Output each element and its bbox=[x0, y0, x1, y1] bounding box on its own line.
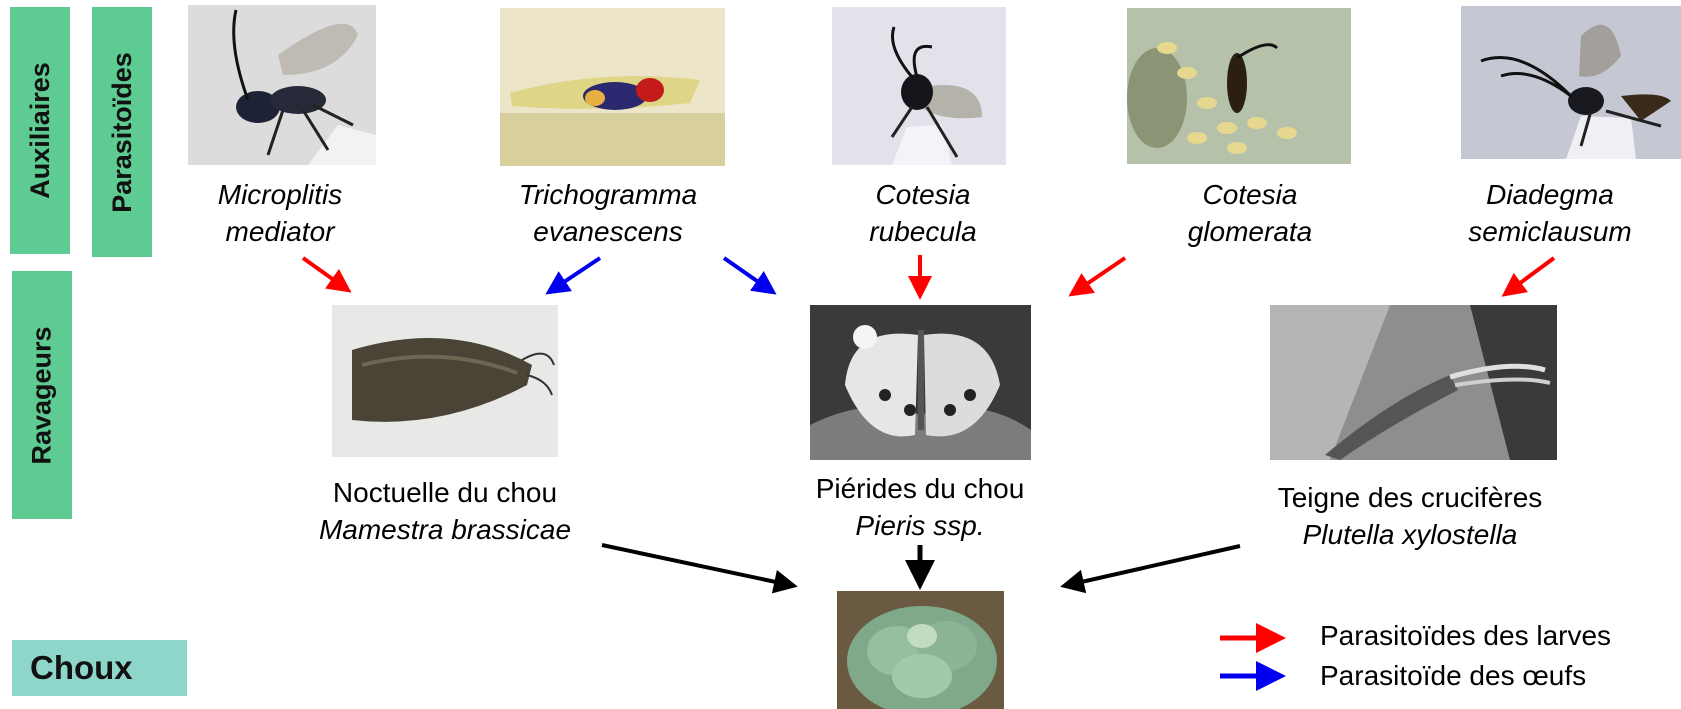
pest-latin-name: Pieris ssp. bbox=[770, 507, 1070, 544]
wasp-icon bbox=[500, 8, 725, 166]
pest-caption-noctuelle: Noctuelle du chou Mamestra brassicae bbox=[285, 474, 605, 548]
parasitoid-species: mediator bbox=[190, 213, 370, 250]
cotesia-glomerata-photo bbox=[1127, 8, 1351, 164]
pest-common-name: Noctuelle du chou bbox=[285, 474, 605, 511]
pest-caption-pieride: Piérides du chou Pieris ssp. bbox=[770, 470, 1070, 544]
pieride-photo bbox=[810, 305, 1031, 460]
parasitoid-genus: Cotesia bbox=[1150, 176, 1350, 213]
parasitoid-species: glomerata bbox=[1150, 213, 1350, 250]
auxiliaires-label: Auxiliaires bbox=[10, 7, 70, 254]
legend-larvae: Parasitoïdes des larves bbox=[1320, 616, 1611, 656]
parasitoid-genus: Microplitis bbox=[190, 176, 370, 213]
ravageurs-text: Ravageurs bbox=[27, 326, 58, 464]
parasitoid-species: rubecula bbox=[833, 213, 1013, 250]
parasitoid-caption-diadegma: Diadegma semiclausum bbox=[1440, 176, 1660, 250]
arrow-teigne-chou bbox=[1068, 546, 1240, 585]
parasitoid-caption-cotesia-glomerata: Cotesia glomerata bbox=[1150, 176, 1350, 250]
moth-icon bbox=[1270, 305, 1557, 460]
pest-latin-name: Plutella xylostella bbox=[1240, 516, 1580, 553]
pest-latin-name: Mamestra brassicae bbox=[285, 511, 605, 548]
parasitoid-species: evanescens bbox=[488, 213, 728, 250]
pest-common-name: Teigne des crucifères bbox=[1240, 479, 1580, 516]
butterfly-icon bbox=[810, 305, 1031, 460]
cabbage-icon bbox=[837, 591, 1004, 709]
auxiliaires-text: Auxiliaires bbox=[25, 62, 56, 199]
arrow-noctuelle-chou bbox=[602, 545, 790, 585]
chou-photo bbox=[837, 591, 1004, 709]
parasitoides-text: Parasitoïdes bbox=[107, 52, 138, 213]
pest-common-name: Piérides du chou bbox=[770, 470, 1070, 507]
noctuelle-photo bbox=[332, 305, 558, 457]
arrow-glomerata-pieride bbox=[1075, 258, 1125, 292]
ravageurs-label: Ravageurs bbox=[12, 271, 72, 519]
diadegma-photo bbox=[1461, 6, 1681, 159]
arrow-trichogramma-pieride bbox=[724, 258, 770, 290]
pest-caption-teigne: Teigne des crucifères Plutella xylostell… bbox=[1240, 479, 1580, 553]
parasitoid-genus: Diadegma bbox=[1440, 176, 1660, 213]
parasitoid-species: semiclausum bbox=[1440, 213, 1660, 250]
moth-icon bbox=[332, 305, 558, 457]
parasitoid-genus: Cotesia bbox=[833, 176, 1013, 213]
trichogramma-photo bbox=[500, 8, 725, 166]
choux-text: Choux bbox=[30, 649, 133, 687]
teigne-photo bbox=[1270, 305, 1557, 460]
choux-label: Choux bbox=[12, 640, 187, 696]
legend: Parasitoïdes des larves Parasitoïde des … bbox=[1320, 616, 1611, 696]
wasp-icon bbox=[188, 5, 376, 165]
parasitoid-genus: Trichogramma bbox=[488, 176, 728, 213]
arrow-diadegma-teigne bbox=[1508, 258, 1554, 292]
cotesia-rubecula-photo bbox=[832, 7, 1006, 165]
wasp-icon bbox=[1127, 8, 1351, 164]
legend-eggs: Parasitoïde des œufs bbox=[1320, 656, 1611, 696]
arrow-microplitis-noctuelle bbox=[303, 258, 345, 288]
parasitoides-label: Parasitoïdes bbox=[92, 7, 152, 257]
wasp-icon bbox=[832, 7, 1006, 165]
parasitoid-caption-cotesia-rubecula: Cotesia rubecula bbox=[833, 176, 1013, 250]
arrow-trichogramma-noctuelle bbox=[552, 258, 600, 290]
parasitoid-caption-microplitis: Microplitis mediator bbox=[190, 176, 370, 250]
parasitoid-caption-trichogramma: Trichogramma evanescens bbox=[488, 176, 728, 250]
wasp-icon bbox=[1461, 6, 1681, 159]
microplitis-photo bbox=[188, 5, 376, 165]
